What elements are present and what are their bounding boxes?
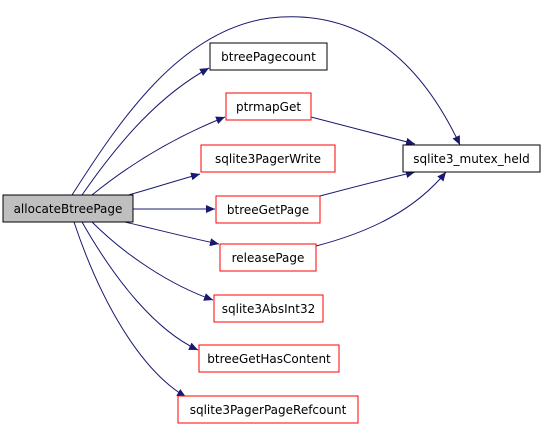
node-releasePage[interactable]: releasePage [219,243,317,272]
edge-root-to-btreePagecount [81,67,210,196]
node-label: sqlite3AbsInt32 [222,302,315,316]
node-label: btreeGetHasContent [207,352,331,366]
edge-root-to-sqlite3PagerWrite [124,172,201,197]
node-label: sqlite3PagerPageRefcount [190,403,347,417]
edge-root-to-mutex-held [71,16,461,196]
node-label: btreePagecount [221,50,316,64]
node-btreeGetHasContent[interactable]: btreeGetHasContent [198,344,340,373]
node-ptrmapGet[interactable]: ptrmapGet [225,92,312,121]
node-label: ptrmapGet [236,100,301,114]
edge-root-to-sqlite3PagerPageRefcount [73,221,187,398]
node-label: releasePage [232,251,305,265]
edge-root-to-ptrmapGet [91,116,226,196]
edge-root-to-sqlite3AbsInt32 [91,221,214,301]
node-sqlite3_mutex_held[interactable]: sqlite3_mutex_held [402,144,541,173]
node-btreeGetPage[interactable]: btreeGetPage [215,195,321,224]
edge-root-to-releasePage [124,221,220,247]
node-label: allocateBtreePage [14,202,123,216]
node-sqlite3AbsInt32[interactable]: sqlite3AbsInt32 [213,294,324,323]
node-label: sqlite3PagerWrite [215,152,321,166]
call-edges [71,16,461,398]
node-label: btreeGetPage [227,203,309,217]
node-label: sqlite3_mutex_held [413,152,529,166]
node-sqlite3PagerPageRefcount[interactable]: sqlite3PagerPageRefcount [177,395,359,424]
edge-ptrmapGet-to-mutex-held [310,116,416,146]
node-btreePagecount[interactable]: btreePagecount [209,42,328,71]
edge-btreeGetPage-to-mutex-held [319,170,416,197]
edge-root-to-btreeGetHasContent [81,221,199,351]
node-sqlite3PagerWrite[interactable]: sqlite3PagerWrite [200,144,336,173]
node-allocateBtreePage[interactable]: allocateBtreePage [2,194,134,223]
edge-releasePage-to-mutex-held [315,171,447,247]
